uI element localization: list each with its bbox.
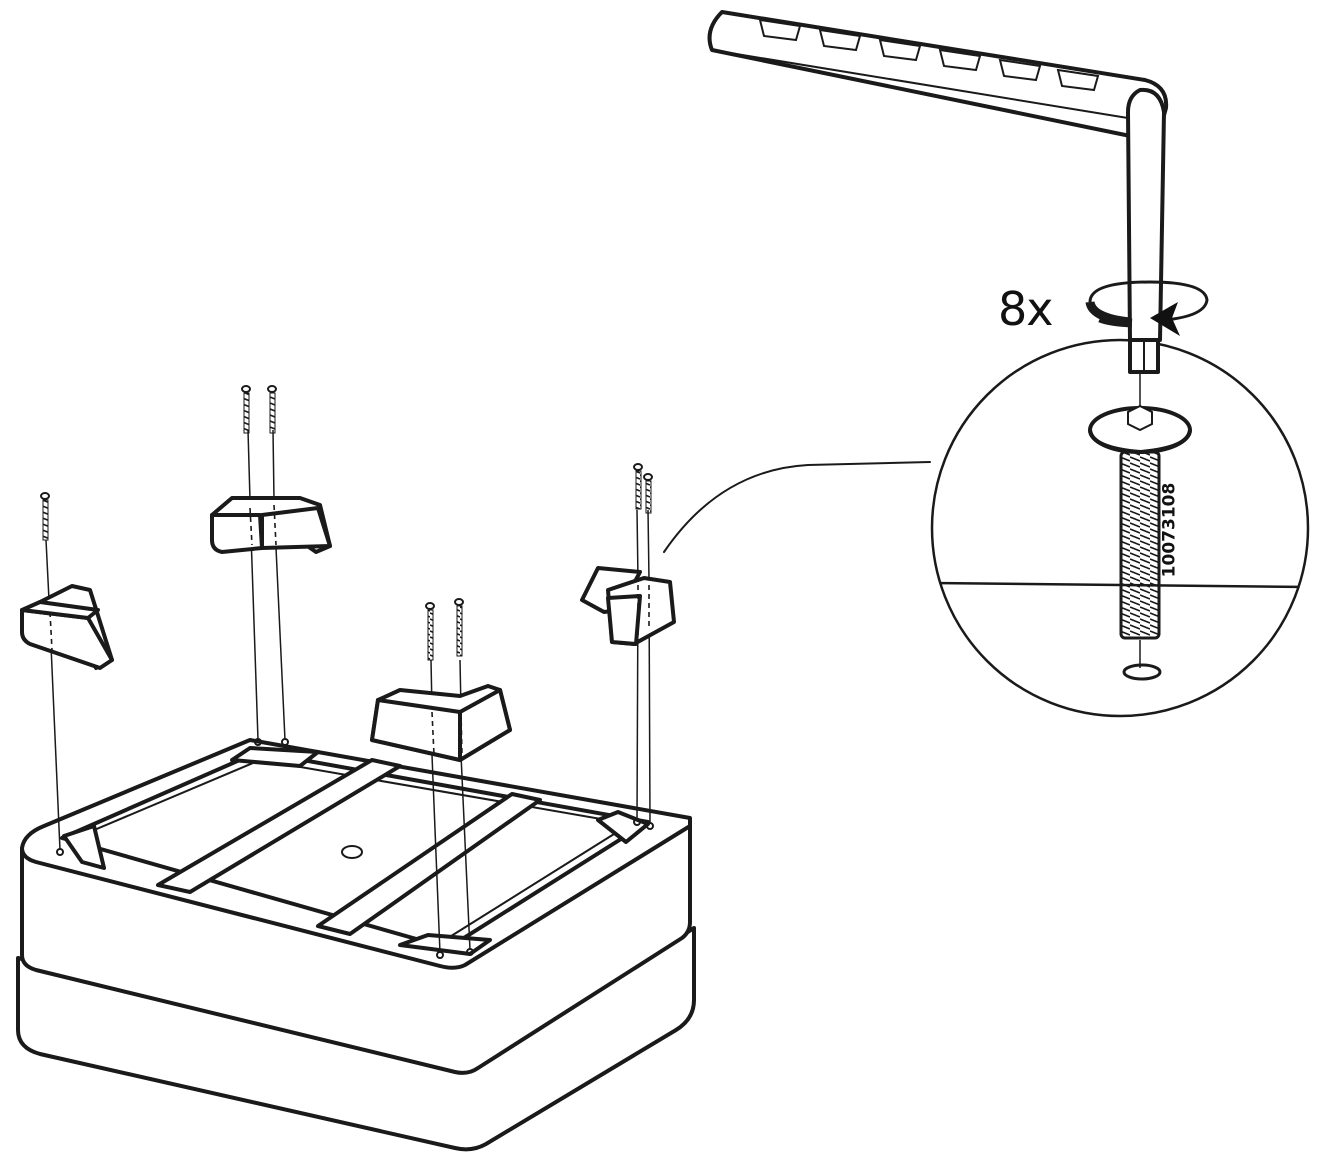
allen-key-icon — [707, 10, 1169, 374]
corner-block-right — [580, 566, 676, 646]
screw-icon — [267, 385, 277, 434]
corner-block-center — [370, 684, 512, 762]
quantity-label: 8x — [998, 282, 1053, 336]
corner-block-left — [20, 584, 114, 670]
screw-icon — [1088, 372, 1192, 681]
screw-icon — [40, 492, 50, 541]
screw-icon — [454, 598, 464, 657]
screw-icon — [425, 602, 435, 661]
screw-icon — [241, 385, 251, 434]
clockwise-rotation-arrow-icon — [1085, 280, 1209, 336]
part-number: 10073108 — [1159, 482, 1180, 578]
screw-icon — [633, 463, 643, 510]
sofa-base — [16, 738, 696, 1152]
callout-connector — [663, 461, 931, 553]
corner-block-back — [210, 496, 332, 554]
screws — [40, 385, 653, 661]
screw-icon — [643, 473, 653, 514]
